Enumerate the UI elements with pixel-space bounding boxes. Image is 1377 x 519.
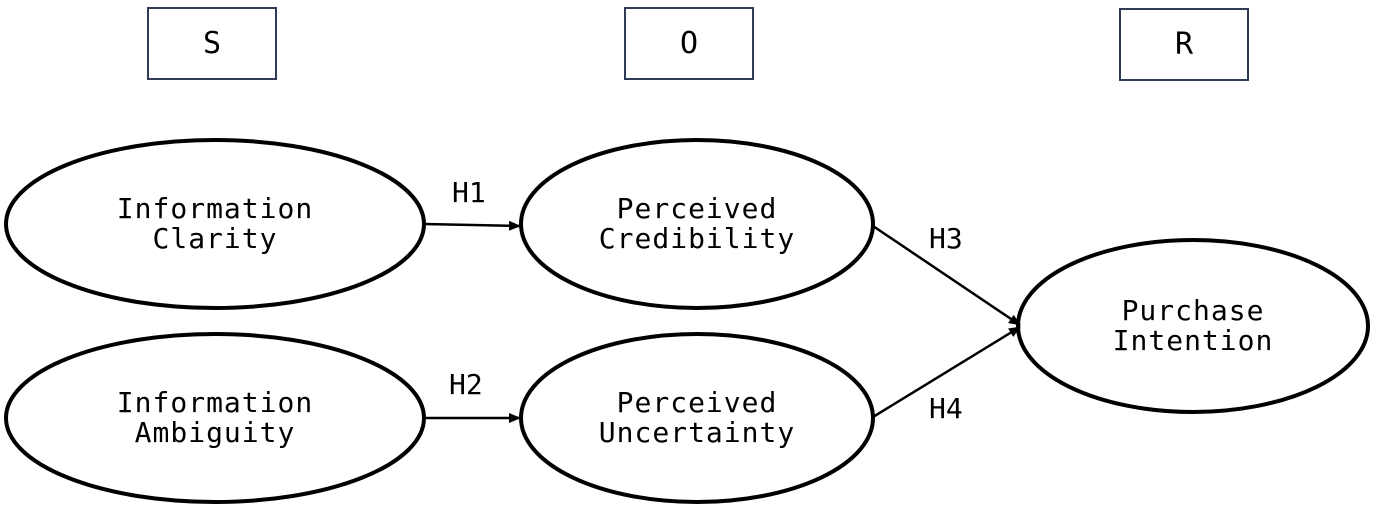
label-information-ambiguity: Information Ambiguity — [6, 334, 424, 502]
stage-box-o: O — [624, 7, 754, 80]
stage-label-s: S — [202, 26, 222, 61]
arrow-h4 — [872, 325, 1021, 419]
label-line: Purchase — [1121, 294, 1265, 327]
label-line: Uncertainty — [598, 416, 796, 449]
node-perceived-credibility — [519, 138, 875, 310]
hypothesis-label-h4: H4 — [929, 392, 963, 425]
arrow-h1 — [423, 220, 521, 231]
hypothesis-label-h3: H3 — [929, 222, 963, 255]
label-line: Intention — [1112, 324, 1274, 357]
label-purchase-intention: Purchase Intention — [1018, 240, 1368, 412]
stage-label-o: O — [679, 26, 699, 61]
node-perceived-uncertainty — [519, 332, 875, 504]
hypothesis-label-h2: H2 — [449, 368, 483, 401]
label-line: Clarity — [152, 222, 278, 255]
label-line: Credibility — [598, 222, 796, 255]
label-line: Ambiguity — [134, 416, 296, 449]
label-perceived-credibility: Perceived Credibility — [521, 140, 873, 308]
label-perceived-uncertainty: Perceived Uncertainty — [521, 334, 873, 502]
arrow-h3 — [872, 224, 1021, 327]
node-purchase-intention — [1016, 238, 1370, 414]
stage-label-r: R — [1174, 27, 1194, 62]
hypothesis-label-h1: H1 — [452, 176, 486, 209]
label-information-clarity: Information Clarity — [6, 140, 424, 308]
stage-box-r: R — [1119, 8, 1249, 81]
stage-box-s: S — [147, 7, 277, 80]
label-line: Perceived — [616, 192, 778, 225]
label-line: Information — [116, 192, 314, 225]
label-line: Perceived — [616, 386, 778, 419]
label-line: Information — [116, 386, 314, 419]
